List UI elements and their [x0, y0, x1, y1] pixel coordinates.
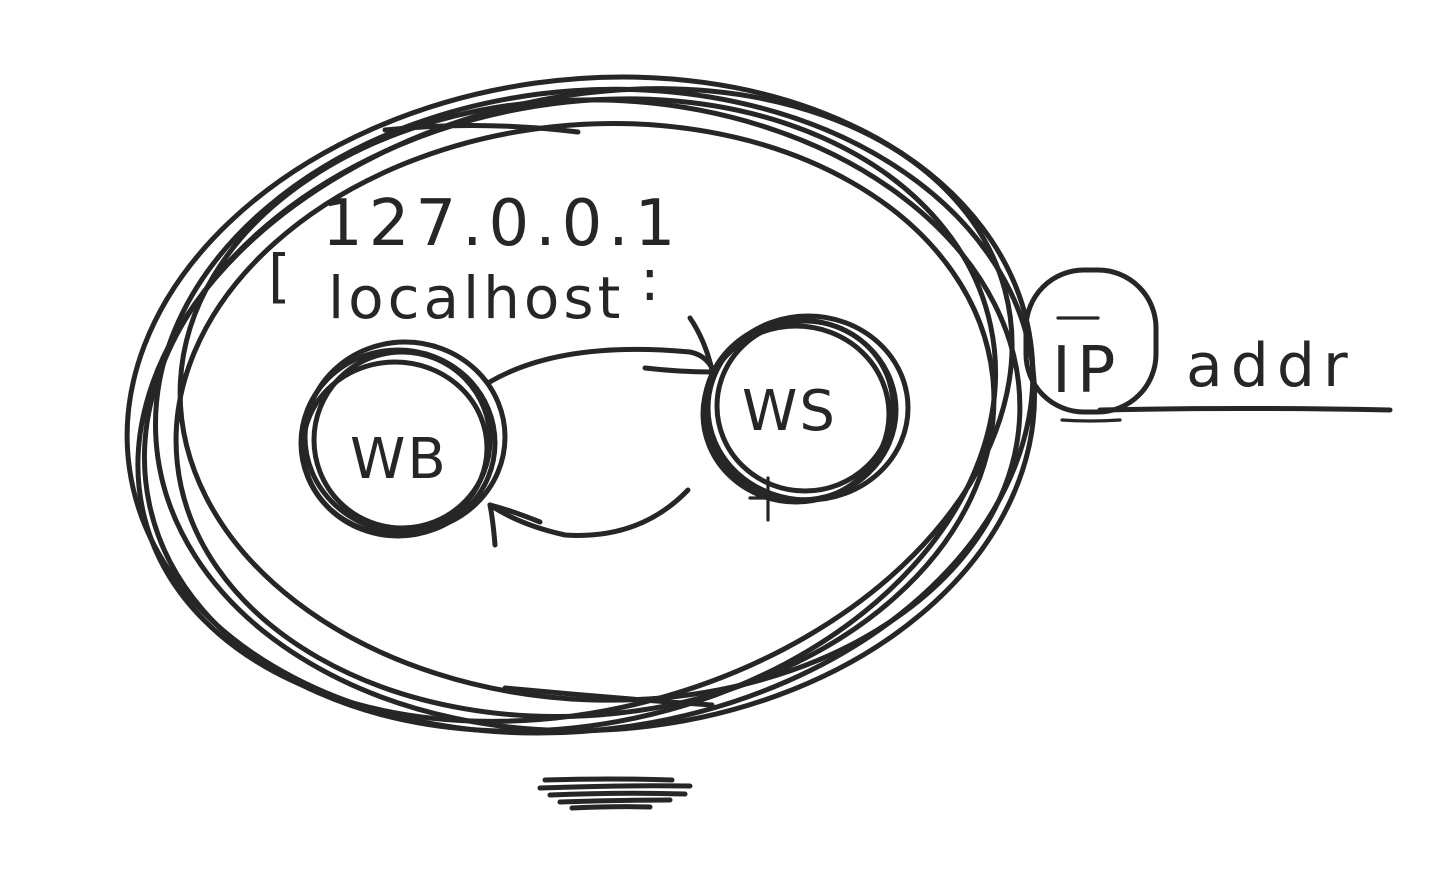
addr-label: addr: [1186, 331, 1356, 401]
loopback-ip-text: 127.0.0.1: [322, 187, 681, 261]
external-ip: IP addr: [1023, 267, 1393, 423]
arrow-wb-to-ws: [485, 315, 715, 386]
loopback-label: [ 127.0.0.1 localhost :: [268, 187, 681, 332]
cursor-crosshair-icon: [748, 476, 792, 522]
wb-node: WB: [298, 339, 508, 539]
arrow-ws-to-wb: [487, 487, 691, 548]
ws-node: WS: [700, 313, 911, 505]
scribble-mark: [537, 776, 693, 811]
machine-boundary: [124, 74, 1037, 736]
ws-label: WS: [742, 379, 837, 444]
ip-label: IP: [1052, 334, 1121, 408]
localhost-colon: :: [640, 246, 664, 314]
wb-label: WB: [350, 427, 448, 492]
localhost-text: localhost: [328, 264, 624, 332]
bracket-mark: [: [268, 242, 295, 310]
